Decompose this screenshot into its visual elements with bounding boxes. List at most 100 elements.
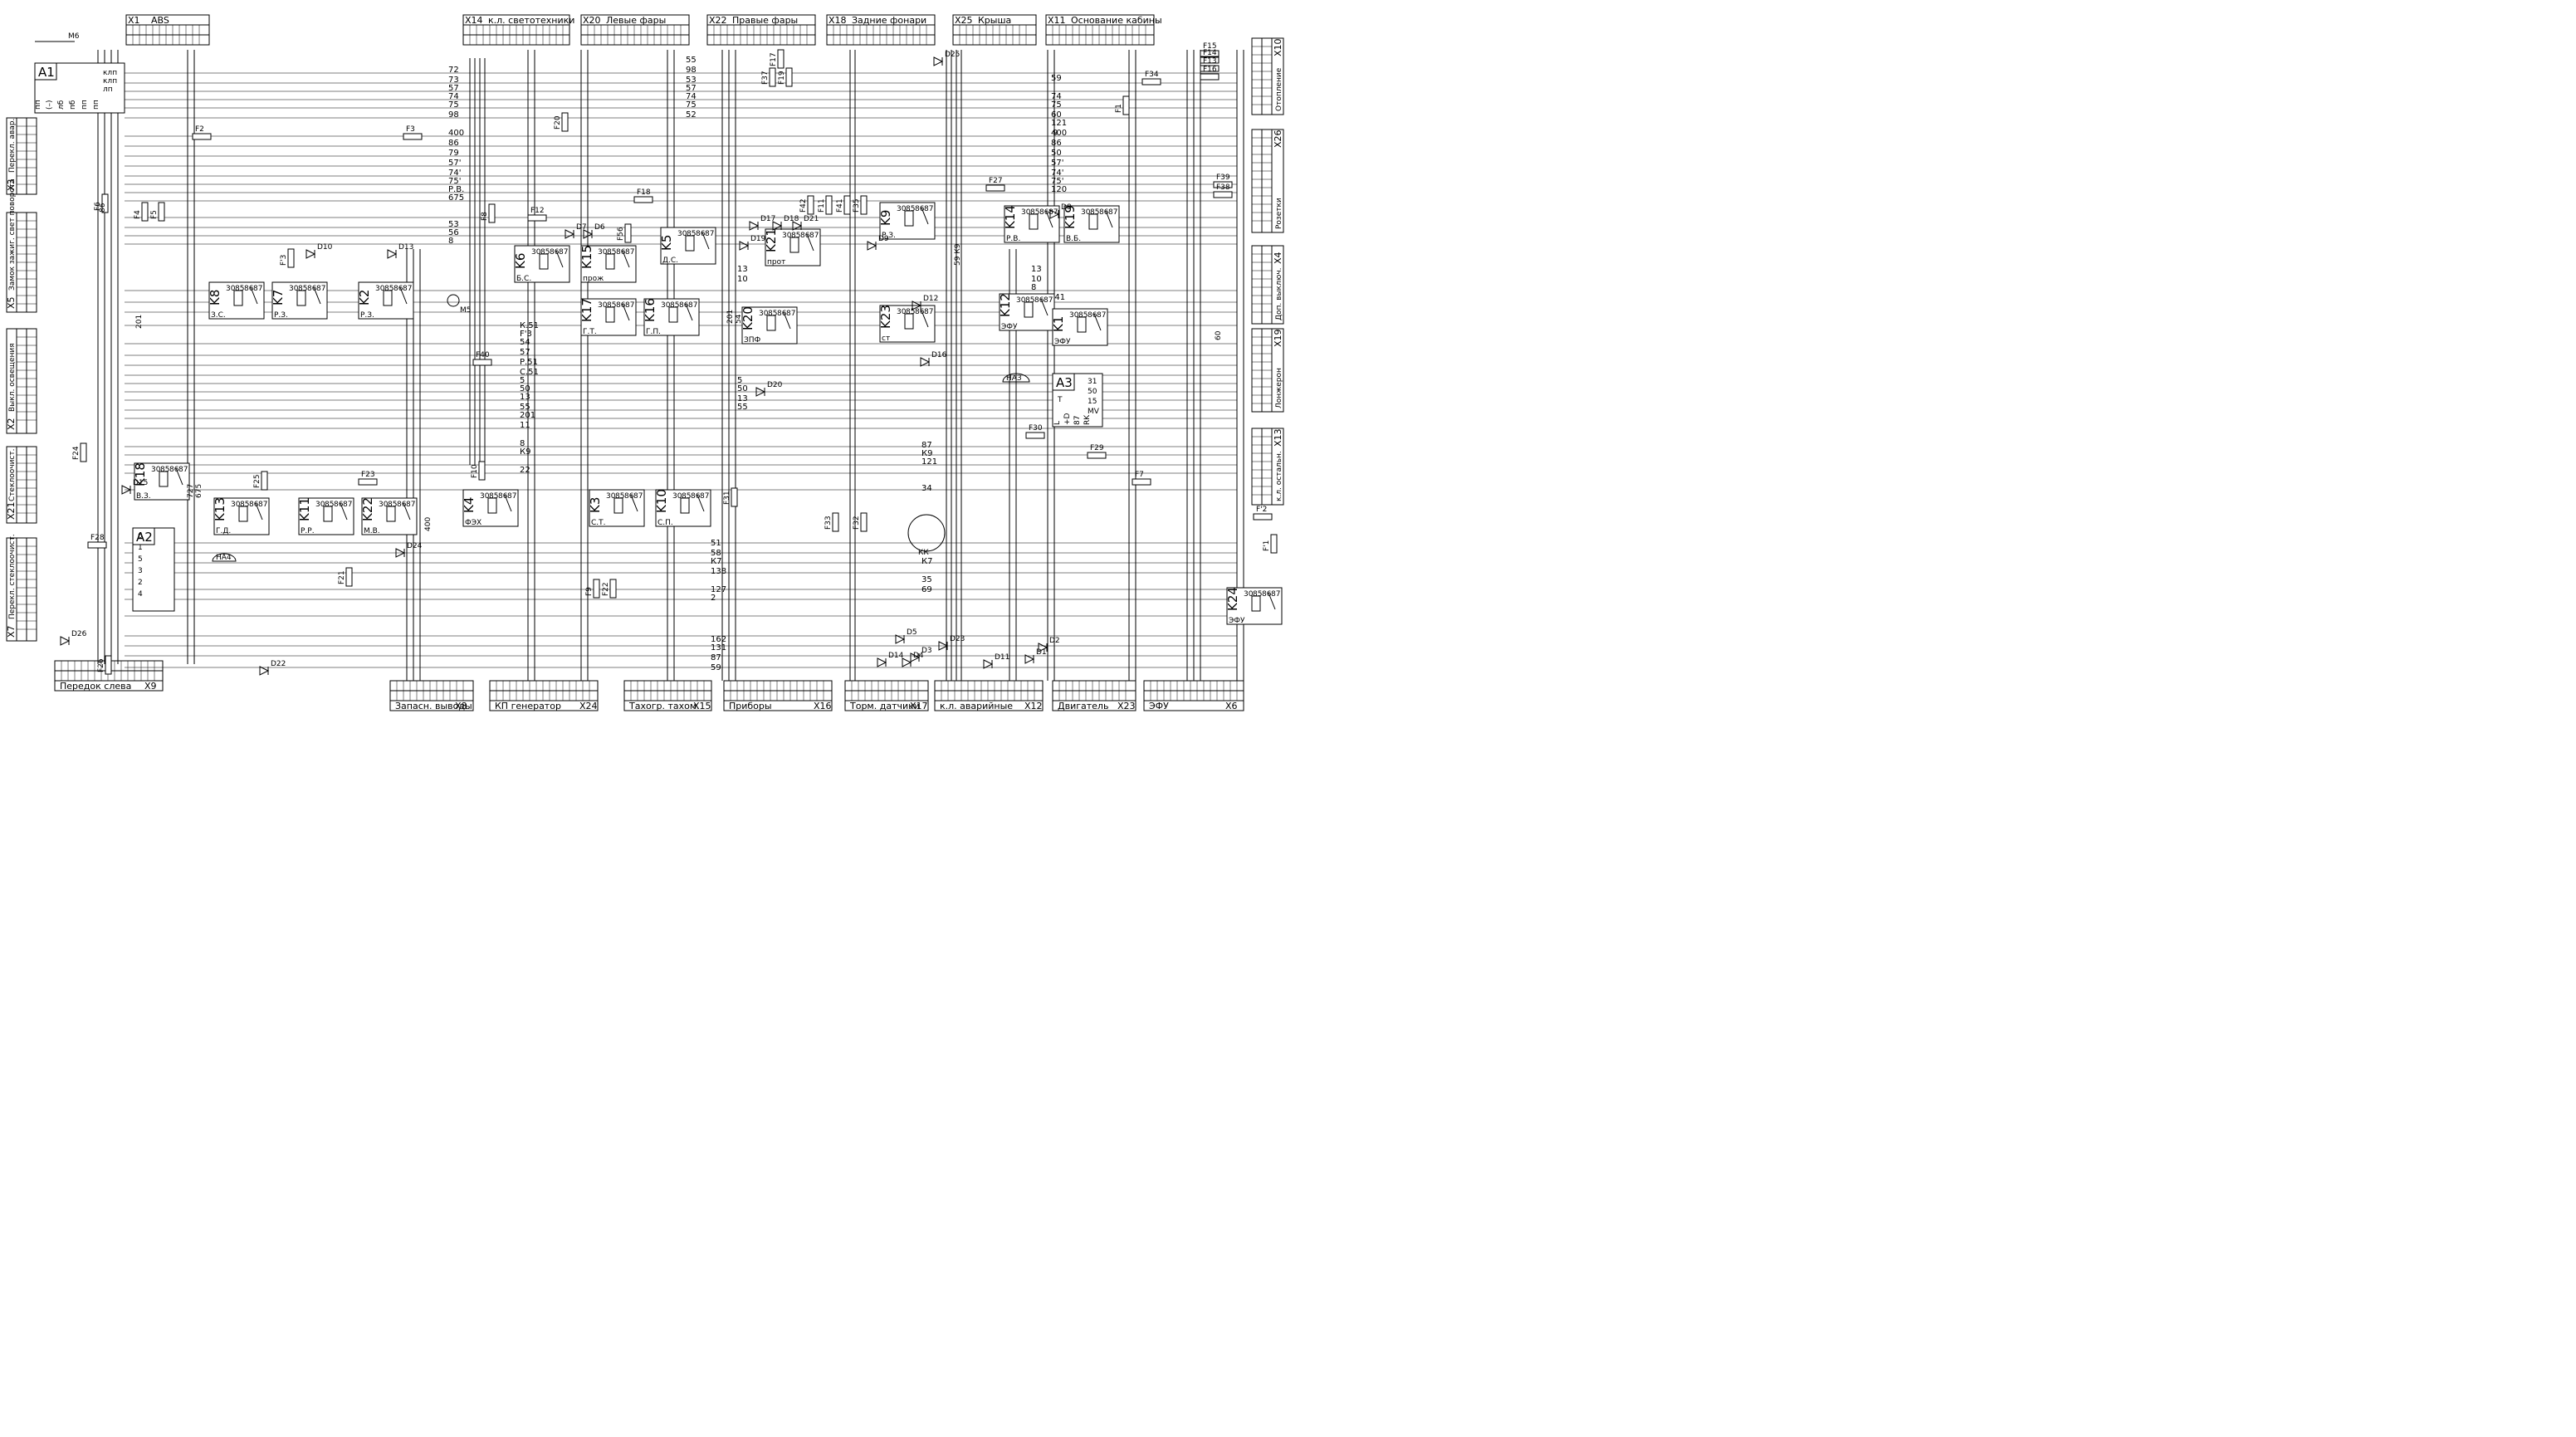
fuse-label: F24 xyxy=(72,446,81,460)
wire-label: 10 xyxy=(737,275,748,284)
fuse-f28: F28 xyxy=(87,534,107,549)
pin-label: 87 xyxy=(316,285,325,293)
connector-title: Отопление xyxy=(1275,67,1283,111)
wire-label: 162 xyxy=(711,635,726,644)
fuse-label: F4 xyxy=(134,210,142,219)
pin-label: 85 xyxy=(1253,590,1262,599)
v727-label: 727 xyxy=(187,484,195,498)
connector-title: Приборы xyxy=(729,701,772,711)
wire-label: 59 xyxy=(711,663,721,672)
wire-label: 13 xyxy=(737,265,748,274)
fuse-fp3: F'3 xyxy=(280,248,295,268)
pin-label: 86 xyxy=(1262,590,1272,599)
wire-label: 75 xyxy=(686,100,697,110)
fuse-label: F8 xyxy=(481,212,489,221)
pin-label: 87 xyxy=(559,248,568,257)
pin-label: 30 xyxy=(226,285,236,293)
fuse-f6: F6 xyxy=(94,193,109,213)
fuse-f31: F31 xyxy=(723,487,738,507)
diode-label: D6 xyxy=(594,223,605,232)
pin-label: 86 xyxy=(616,301,626,310)
diode-label: D18 xyxy=(784,215,799,223)
relay-id: K24 xyxy=(1225,587,1240,611)
a3-pin-label: RK xyxy=(1083,414,1092,425)
diode-label: D25 xyxy=(945,51,960,59)
fuse-label: F32 xyxy=(853,516,861,530)
a2-pin-label: 3 xyxy=(138,567,143,575)
a1-pin-label: пп xyxy=(34,100,42,110)
fuse-f22: F22 xyxy=(602,579,617,599)
pin-label: 86 xyxy=(800,232,810,240)
wire-label: 35 xyxy=(921,575,932,584)
diode-label: D3 xyxy=(921,647,932,655)
pin-label: 86 xyxy=(334,501,344,509)
fuse-label: F42 xyxy=(799,198,808,213)
connector-title: Торм. датчики xyxy=(849,701,920,711)
diode-d2: D2 xyxy=(1038,637,1060,653)
connector-title: Левые фары xyxy=(606,15,666,26)
pin-label: 85 xyxy=(540,248,550,257)
connector-title: Замок зажиг. свет поворота xyxy=(8,178,17,291)
pin-label: 30 xyxy=(1069,311,1079,320)
pin-label: 87 xyxy=(253,285,262,293)
pin-label: 86 xyxy=(169,466,179,474)
pin-label: 30 xyxy=(1081,208,1091,217)
a3-pin-label: 15 xyxy=(1088,398,1097,406)
diode-d5: D5 xyxy=(895,628,917,644)
pin-label: 30 xyxy=(289,285,299,293)
fuse-f15: F15 xyxy=(1200,42,1220,57)
connector-id: X13 xyxy=(1273,428,1283,447)
fuse-label: F19 xyxy=(778,71,786,85)
wire-label: К9 xyxy=(921,449,932,458)
wire-label: 55 xyxy=(737,403,748,412)
connector-title: Двигатель xyxy=(1058,701,1108,711)
pin-label: 85 xyxy=(235,285,244,293)
diode-d1: D1 xyxy=(1024,648,1047,664)
pin-label: 87 xyxy=(1271,590,1280,599)
diode-d12: D12 xyxy=(912,295,938,310)
relay-sub: ст xyxy=(882,335,890,343)
fuse-f29: F29 xyxy=(1087,444,1107,459)
a2-pin-label: 5 xyxy=(138,555,143,564)
relay-sub: ЭФУ xyxy=(1001,323,1018,331)
diode-label: D5 xyxy=(907,628,917,637)
connector-id: X23 xyxy=(1117,701,1136,711)
diode-label: D10 xyxy=(317,243,333,252)
wire-label: 138 xyxy=(711,567,726,576)
v201b-label: 201 xyxy=(726,310,735,324)
diode-d15: D15 xyxy=(121,479,148,495)
relay-id: K5 xyxy=(659,235,674,251)
wire-label: К7 xyxy=(711,557,721,566)
fuse-f42: F42 xyxy=(799,195,814,215)
wire-label: 121 xyxy=(921,457,937,467)
wire-label: 8 xyxy=(448,237,453,246)
wire-label: 50 xyxy=(1051,149,1062,158)
relay-sub: Р.З. xyxy=(274,311,288,320)
wire-label: 400 xyxy=(448,129,464,138)
m5-label: М5 xyxy=(460,306,472,315)
fuse-label: F7 xyxy=(1135,471,1144,479)
fuse-f30: F30 xyxy=(1025,424,1045,439)
diode-d6: D6 xyxy=(583,223,605,239)
fuse-label: F15 xyxy=(1203,42,1217,51)
connector-id: X25 xyxy=(955,15,973,26)
pin-label: 87 xyxy=(786,310,795,318)
pin-label: 87 xyxy=(705,230,714,238)
diode-label: D17 xyxy=(760,215,775,223)
connector-title: Доп. выключ. xyxy=(1275,268,1283,321)
wire-label: 69 xyxy=(921,585,932,594)
fuse-label: F17 xyxy=(770,52,778,66)
v60-label: 60 xyxy=(1215,330,1223,340)
connector-id: X6 xyxy=(1225,701,1238,711)
pin-label: 86 xyxy=(397,501,407,509)
